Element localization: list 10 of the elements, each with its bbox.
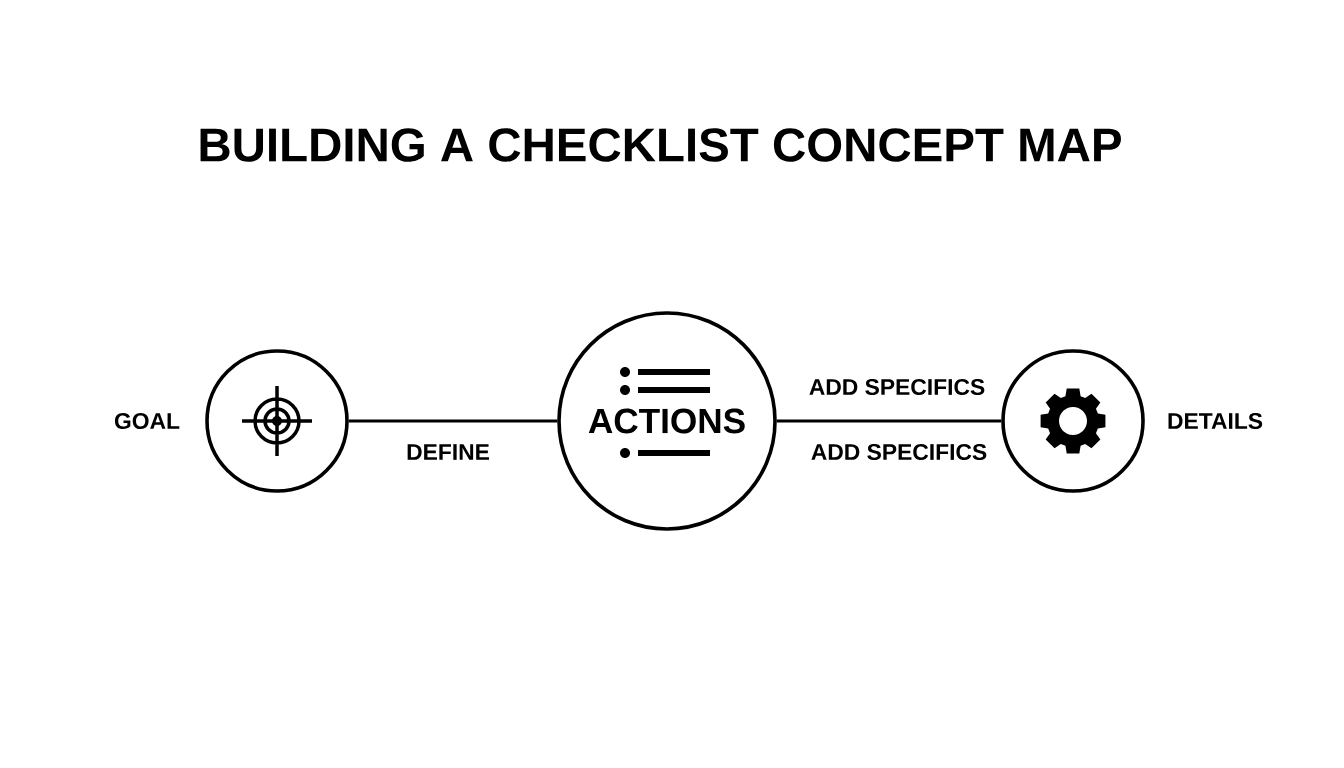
text-label: ADD SPECIFICS [811, 443, 987, 461]
concept-circle [205, 349, 349, 493]
edge-label: ADD SPECIFICS [809, 378, 985, 396]
connector-line [776, 419, 1002, 423]
node-caption: GOAL [114, 412, 180, 430]
concept-circle [1001, 349, 1145, 493]
title: BUILDING A CHECKLIST CONCEPT MAP [200, 128, 1121, 162]
edge-label: DEFINE [407, 444, 489, 460]
connector-line [348, 419, 558, 423]
node-caption: DETAILS [1168, 412, 1263, 430]
